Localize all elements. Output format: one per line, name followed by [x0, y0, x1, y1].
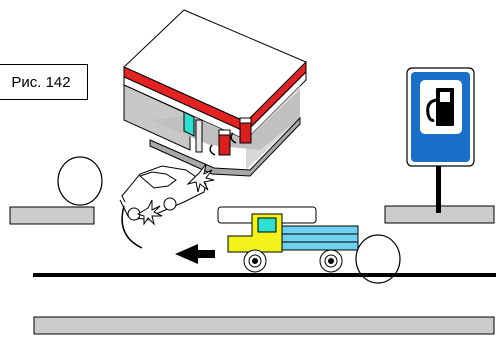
- fuel-sign: [407, 68, 474, 213]
- car-crash: [120, 164, 214, 248]
- left-pedestrian-circle: [58, 157, 102, 205]
- gas-station-building: [124, 10, 306, 176]
- direction-arrow: [175, 244, 215, 264]
- road-line: [33, 273, 496, 277]
- bottom-curb: [34, 317, 494, 334]
- left-curb: [10, 207, 94, 224]
